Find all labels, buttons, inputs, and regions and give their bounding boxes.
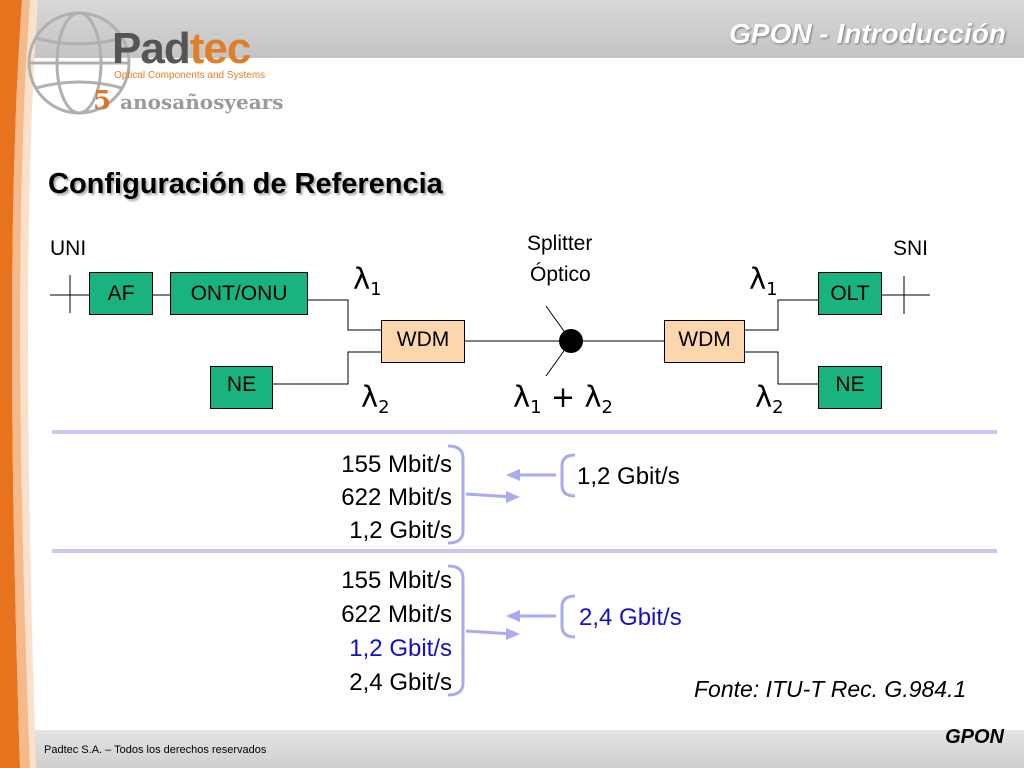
footer-copyright: Padtec S.A. – Todos los derechos reserva…	[44, 744, 267, 756]
logo-brand-part1: Pad	[112, 24, 191, 73]
lambda-symbol: λ	[755, 380, 773, 414]
ne-left-box: NE	[210, 366, 273, 409]
sni-label: SNI	[893, 237, 929, 260]
top-bar	[0, 0, 1024, 58]
lambda-sum-label: λ1 + λ2	[513, 380, 613, 418]
rate-list-item: 155 Mbit/s	[341, 567, 452, 594]
ont-onu-box: ONT/ONU	[170, 272, 308, 315]
lambda-symbol: λ	[584, 380, 602, 414]
logo-anniversary-text: anosañosyears	[120, 90, 284, 114]
logo-tagline: Optical Components and Systems	[114, 70, 266, 81]
lambda-index: 1	[766, 279, 778, 300]
bottom-bar	[0, 730, 1024, 768]
rate-list-item: 622 Mbit/s	[341, 484, 452, 511]
lambda-symbol: λ	[513, 380, 531, 414]
lambda-symbol: λ	[749, 262, 767, 296]
ne-right-box: NE	[818, 366, 882, 409]
rate-list-item: 155 Mbit/s	[341, 451, 452, 478]
source-citation: Fonte: ITU-T Rec. G.984.1	[694, 676, 967, 702]
lambda-index: 2	[378, 397, 390, 418]
lambda2-left-label: λ2	[361, 380, 390, 418]
lambda-index: 1	[370, 279, 382, 300]
downstream-rate-2: 2,4 Gbit/s	[579, 604, 682, 631]
lambda1-right-label: λ1	[749, 262, 778, 300]
logo-brand-part2: tec	[189, 24, 252, 73]
splitter-label-line1: Splitter	[527, 232, 593, 255]
lambda2-right-label: λ2	[755, 380, 784, 418]
rate-list-item: 1,2 Gbit/s	[349, 517, 452, 544]
rate-list-item: 622 Mbit/s	[341, 601, 452, 628]
lambda-symbol: λ	[361, 380, 379, 414]
lambda-index: 2	[772, 397, 784, 418]
logo-anniversary: 5 anosañosyears	[93, 86, 283, 116]
orange-swoosh-decoration	[0, 0, 38, 768]
globe-icon	[27, 11, 131, 115]
lambda-symbol: λ	[353, 262, 371, 296]
logo-anniversary-number: 5	[93, 86, 112, 116]
rate-list-item: 2,4 Gbit/s	[349, 669, 452, 696]
lambda1-left-label: λ1	[353, 262, 382, 300]
rate-list-item-highlighted: 1,2 Gbit/s	[349, 635, 452, 662]
uni-label: UNI	[50, 237, 87, 260]
slide-header-title: GPON - Introducción	[729, 18, 1006, 49]
af-box: AF	[89, 272, 153, 315]
olt-box: OLT	[818, 272, 882, 315]
downstream-rate-1: 1,2 Gbit/s	[577, 463, 680, 490]
wdm-right-box: WDM	[664, 320, 745, 363]
logo-brand: Padtec	[112, 24, 252, 74]
lambda-index: 1	[530, 397, 542, 418]
splitter-label-line2: Óptico	[530, 263, 591, 286]
plus-sign: +	[550, 380, 576, 414]
wdm-left-box: WDM	[381, 320, 465, 363]
page-title: Configuración de Referencia	[48, 168, 443, 200]
lambda-index: 2	[601, 397, 613, 418]
footer-section-label: GPON	[945, 726, 1004, 748]
